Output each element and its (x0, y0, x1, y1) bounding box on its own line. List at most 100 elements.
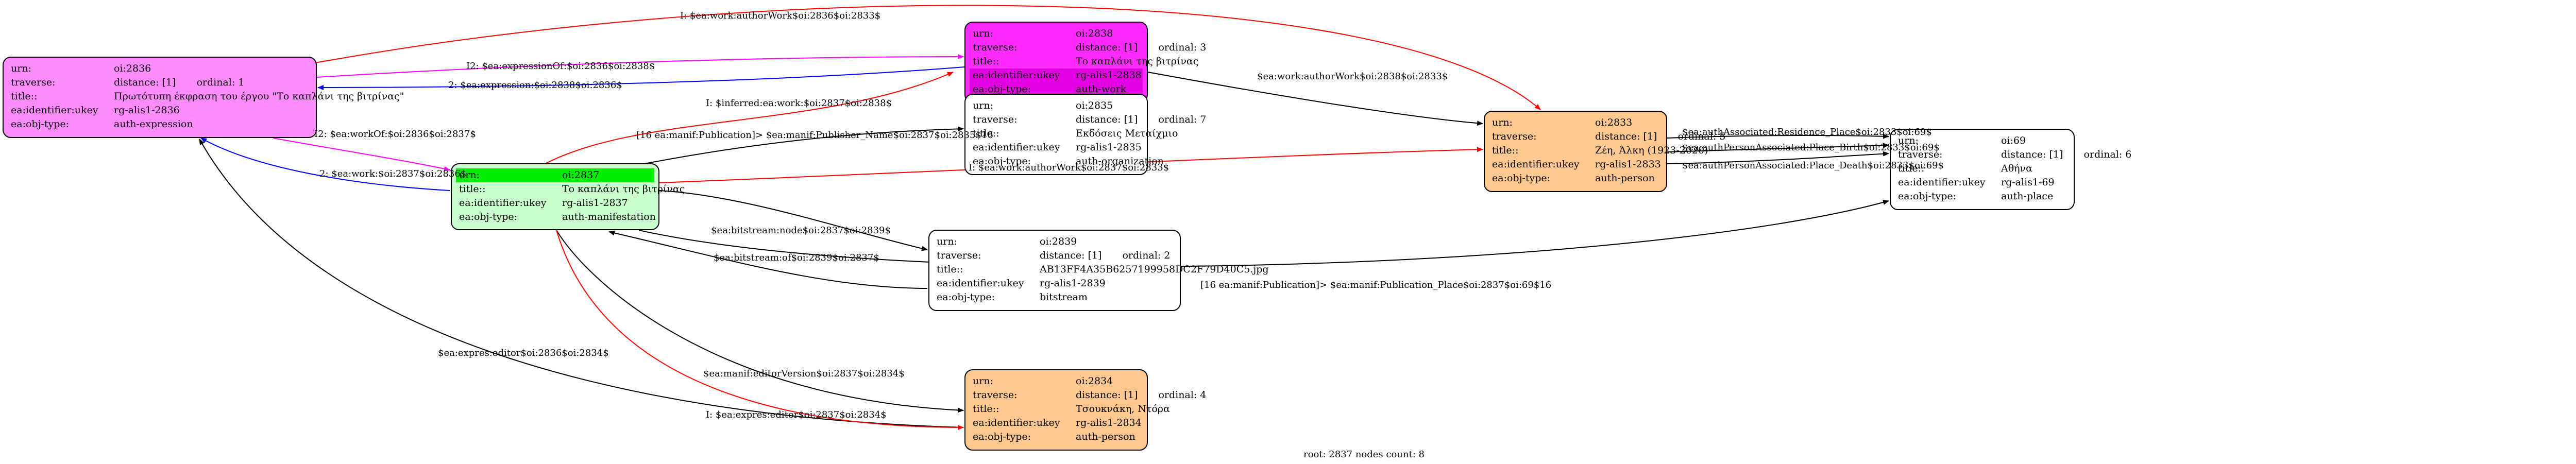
node-field-value-text: auth-expression (114, 118, 193, 130)
node-field-key: ea:identifier:ukey (973, 417, 1060, 428)
node-row: urn:oi:2838 (973, 27, 1140, 41)
node-field-key: traverse: (973, 389, 1018, 401)
node-field-value-text: distance: [1] (1076, 389, 1138, 401)
node-field-key: ea:obj-type: (1898, 191, 1957, 202)
node-field-value: oi:2834 (1076, 374, 1140, 388)
node-field-key: traverse: (11, 77, 56, 88)
node-field-value: auth-manifestation (562, 210, 656, 224)
node-field-key: ea:identifier:ukey (1492, 159, 1580, 170)
node-field-key: traverse: (973, 42, 1018, 53)
edge-oi2833-to-oi69 (1667, 133, 1889, 139)
graph-footer: root: 2837 nodes count: 8 (1303, 449, 1425, 460)
node-field-value: rg-alis1-2839 (1040, 277, 1173, 290)
node-field-ordinal: ordinal: 3 (1158, 42, 1207, 53)
edge-label: $ea:bitstream:of$oi:2839$oi:2837$ (714, 252, 879, 263)
node-field-value-text: oi:69 (2001, 135, 2026, 146)
edge-oi2837-to-oi2835 (638, 126, 964, 165)
node-row: ea:identifier:ukey rg-alis1-2837 (459, 196, 651, 210)
node-field-value: Το καπλάνι της βιτρίνας (1076, 55, 1198, 68)
node-field-key: ea:obj-type: (1492, 173, 1551, 184)
node-field-key: ea:identifier:ukey (973, 142, 1060, 153)
node-row: ea:obj-type:auth-manifestation (459, 210, 656, 224)
node-field-value-text: oi:2833 (1595, 117, 1633, 128)
node-row: traverse:distance: [1]ordinal: 5 (1492, 130, 1725, 144)
edge-oi2839-to-oi2837 (608, 230, 928, 289)
node-row: title::Το καπλάνι της βιτρίνας (973, 55, 1198, 68)
node-field-value-text: Ζέη, Άλκη (1923-2020) (1595, 145, 1708, 156)
node-field-key: title:: (973, 128, 999, 139)
node-field-value: rg-alis1-69 (2001, 176, 2066, 190)
edge-label: $ea:bitstream:node$oi:2837$oi:2839$ (711, 225, 891, 236)
edge-label: $ea:authPersonAssociated:Place_Death$oi:… (1682, 160, 1944, 171)
node-field-value: distance: [1]ordinal: 6 (2001, 148, 2131, 162)
edge-label: I: $ea:work:authorWork$oi:2836$oi:2833$ (680, 10, 881, 21)
node-field-value: bitstream (1040, 290, 1173, 304)
node-field-value: Πρωτότυπη έκφραση του έργου "Το καπλάνι … (114, 90, 404, 104)
node-field-value: rg-alis1-2838 (1076, 68, 1142, 82)
node-row: urn:oi:2834 (973, 374, 1140, 388)
node-oi2833[interactable]: urn: oi:2833 traverse:distance: [1]ordinal… (1484, 111, 1725, 192)
node-field-value: oi:2833 (1595, 116, 1659, 130)
node-field-value: Αθήνα (2001, 162, 2066, 176)
node-field-value-text: oi:2835 (1076, 100, 1113, 111)
edge-oi2837-to-oi2838 (546, 72, 954, 164)
node-row: ea:identifier:ukey rg-alis1-2833 (1492, 158, 1661, 171)
node-row: traverse: distance: [1]ordinal: 2 (937, 249, 1173, 263)
node-field-value-text: Αθήνα (2001, 163, 2032, 174)
node-field-value-text: distance: [1] (1076, 42, 1138, 53)
node-row: traverse:distance: [1]ordinal: 1 (11, 76, 309, 90)
node-field-value: rg-alis1-2833 (1595, 158, 1661, 171)
node-field-value: rg-alis1-2834 (1076, 416, 1142, 430)
edge-label: $ea:work:authorWork$oi:2838$oi:2833$ (1257, 71, 1448, 82)
node-field-key: title:: (1898, 163, 1925, 174)
node-field-value: oi:2836 (114, 62, 309, 76)
edge-label: [16 ea:manif:Publication]> $ea:manif:Pub… (1200, 280, 1552, 290)
node-row: title::Πρωτότυπη έκφραση του έργου "Το κ… (11, 90, 404, 104)
node-field-key: urn: (459, 169, 480, 181)
edge-label: 2: $ea:work:$oi:2837$oi:2836$ (319, 168, 467, 179)
edge-label: I2: $ea:workOf:$oi:2836$oi:2837$ (314, 129, 476, 140)
node-field-value-text: Το καπλάνι της βιτρίνας (1076, 56, 1199, 67)
node-field-value: rg-alis1-2836 (114, 104, 309, 117)
node-field-key: urn: (973, 100, 993, 111)
node-field-value: distance: [1]ordinal: 7 (1076, 113, 1206, 127)
node-field-key: urn: (11, 63, 31, 74)
edge-label: I2: $ea:expressionOf:$oi:2836$oi:2838$ (466, 61, 655, 72)
node-field-value-text: Τσουκνάκη, Ντόρα (1076, 403, 1170, 415)
edge-oi2834-to-oi2836 (199, 139, 964, 428)
node-field-value: oi:2838 (1076, 27, 1140, 41)
node-field-value: oi:69 (2001, 134, 2066, 148)
node-field-key: urn: (1492, 117, 1513, 128)
node-field-key: traverse: (1492, 131, 1537, 142)
node-row: ea:obj-type:auth-organization (973, 154, 1164, 168)
node-row: urn: oi:2833 (1492, 116, 1659, 130)
node-row: ea:obj-type:auth-person (1492, 171, 1659, 185)
node-field-value-text: AB13FF4A35B6257199958DC2F79D40C5.jpg (1040, 264, 1269, 275)
node-field-key: ea:identifier:ukey (459, 197, 547, 209)
node-row: urn:oi:2837 (456, 168, 654, 182)
node-field-key: traverse: (937, 250, 981, 261)
node-field-value: distance: [1]ordinal: 2 (1040, 249, 1173, 263)
node-field-value-text: distance: [1] (114, 77, 176, 88)
node-field-value: Τσουκνάκη, Ντόρα (1076, 402, 1170, 416)
node-row: urn: oi:2835 (973, 99, 1140, 113)
node-field-value: rg-alis1-2837 (562, 196, 651, 210)
node-field-key: traverse: (1898, 149, 1943, 160)
edge-label: I: $inferred:ea:work:$oi:2837$oi:2838$ (706, 98, 892, 109)
node-field-value-text: auth-place (2001, 191, 2054, 202)
node-field-value-text: rg-alis1-2839 (1040, 278, 1106, 289)
node-field-key: ea:identifier:ukey (973, 70, 1060, 81)
node-field-key: ea:obj-type: (973, 156, 1031, 167)
node-row: title::Εκδόσεις Μεταίχμιο (973, 127, 1178, 141)
node-field-value-text: oi:2836 (114, 63, 151, 74)
node-field-value: auth-person (1076, 430, 1140, 444)
